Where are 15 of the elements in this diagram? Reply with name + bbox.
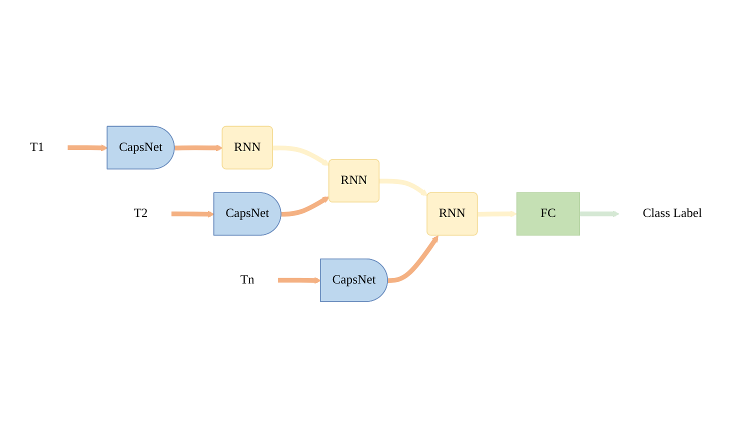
node-text: Class Label [642,206,702,220]
arrow [68,144,108,151]
arrow [281,196,330,216]
arrow [278,276,322,284]
arrow [171,210,214,218]
node-box: FC [516,192,580,236]
node-text: T2 [134,206,148,220]
arrow [388,234,438,283]
arrow [174,144,223,151]
node-text: T1 [30,140,44,154]
arrow [478,210,518,217]
arrow [380,178,428,196]
arrow [272,145,330,166]
node-text: Tn [240,272,254,286]
arrow [580,210,620,217]
